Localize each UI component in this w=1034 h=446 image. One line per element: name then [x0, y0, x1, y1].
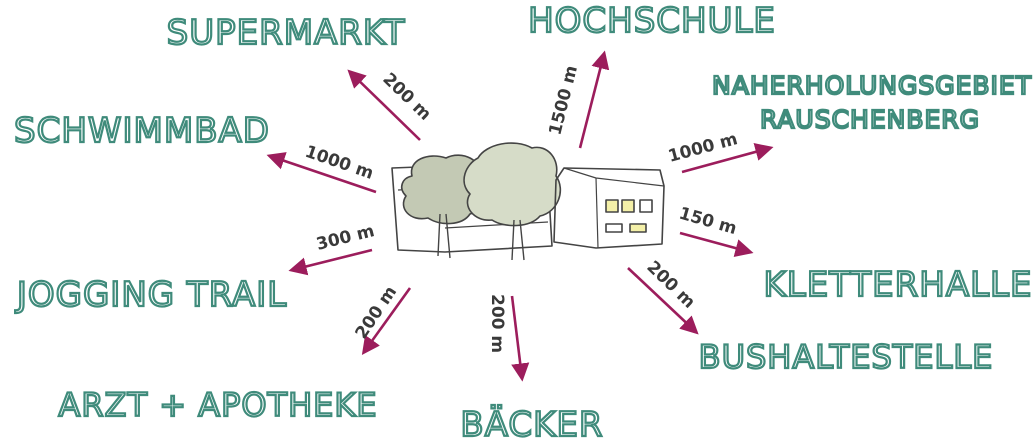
window-icon — [629, 223, 647, 233]
distance-schwimmbad: 1000 m — [302, 142, 376, 184]
campus-illustration — [391, 142, 665, 261]
house-icon — [553, 167, 665, 249]
window-icon — [639, 199, 653, 213]
distance-bushaltestelle: 200 m — [643, 257, 699, 312]
label-hochschule: HOCHSCHULE — [528, 1, 776, 41]
label-naherholungsgebiet: NAHERHOLUNGSGEBIET — [712, 71, 1032, 100]
label-kletterhalle: KLETTERHALLE — [764, 265, 1033, 305]
window-icon — [605, 199, 619, 213]
arrow-arzt-apotheke — [361, 287, 412, 355]
label-supermarkt: SUPERMARKT — [167, 13, 406, 53]
tree-right-icon — [463, 142, 562, 227]
arrow-schwimmbad — [266, 152, 377, 194]
window-icon — [621, 199, 635, 213]
arrow-baecker — [510, 295, 530, 382]
distance-naherholungsgebiet: 1000 m — [666, 129, 740, 167]
distance-baecker: 200 m — [487, 294, 507, 353]
arrow-naherholungsgebiet — [681, 143, 774, 174]
label-arzt-apotheke: ARZT + APOTHEKE — [58, 386, 377, 424]
label-jogging-trail: JOGGING TRAIL — [15, 275, 287, 315]
arrow-hochschule — [578, 50, 610, 149]
label-baecker: BÄCKER — [460, 405, 603, 445]
arrow-jogging-trail — [288, 248, 373, 276]
distance-hochschule: 1500 m — [545, 64, 582, 138]
distance-jogging-trail: 300 m — [314, 221, 376, 255]
window-icon — [605, 223, 623, 233]
place-labels: SUPERMARKT HOCHSCHULE NAHERHOLUNGSGEBIET… — [13, 0, 1033, 446]
distance-supermarkt: 200 m — [379, 69, 435, 124]
arrow-supermarkt — [347, 69, 421, 141]
arrows — [266, 50, 774, 382]
label-rauschenberg: RAUSCHENBERG — [760, 105, 980, 134]
arrow-bushaltestelle — [627, 267, 699, 335]
arrow-kletterhalle — [679, 231, 754, 257]
label-bushaltestelle: BUSHALTESTELLE — [699, 338, 994, 376]
label-schwimmbad: SCHWIMMBAD — [14, 111, 270, 151]
